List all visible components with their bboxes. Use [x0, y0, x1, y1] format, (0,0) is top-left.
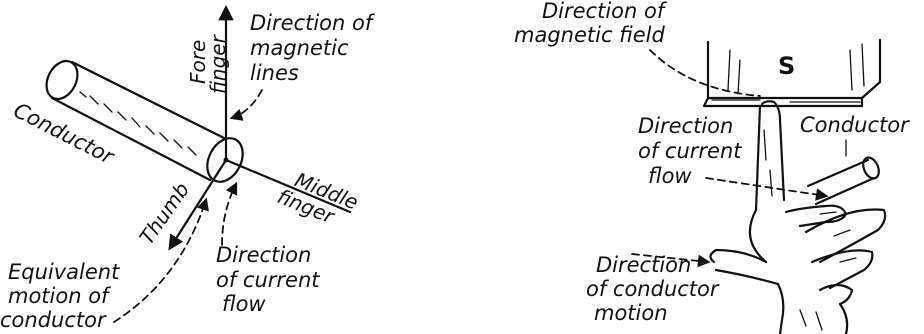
- right-conductor-label: Conductor: [800, 113, 910, 137]
- current-direction-dot: [224, 158, 229, 163]
- middle-finger-label: Middle finger: [274, 164, 362, 235]
- magnetic-lines-pointer: [232, 90, 262, 118]
- equivalent-motion-label: Equivalent motion of conductor: [0, 260, 126, 332]
- right-diagram: Direction of magnetic field S: [514, 0, 910, 334]
- magnetic-field-pointer: [650, 50, 760, 96]
- fore-finger-label: Fore finger: [186, 33, 230, 94]
- magnet-pole-label: S: [778, 52, 795, 80]
- left-current-flow-pointer: [222, 184, 236, 245]
- direction-conductor-motion-label: Direction of conductor motion: [586, 253, 725, 325]
- right-current-flow-label: Direction of current flow: [638, 114, 748, 188]
- left-diagram: Direction of magnetic lines Fore finger …: [0, 8, 379, 332]
- thumb-label: Thumb: [134, 178, 194, 249]
- svg-text:finger: finger: [206, 33, 230, 94]
- left-current-flow-label: Direction of current flow: [216, 243, 326, 316]
- direction-magnetic-lines-label: Direction of magnetic lines: [250, 11, 379, 85]
- conductor-label: Conductor: [10, 98, 119, 169]
- direction-magnetic-field-label: Direction of magnetic field: [514, 0, 671, 47]
